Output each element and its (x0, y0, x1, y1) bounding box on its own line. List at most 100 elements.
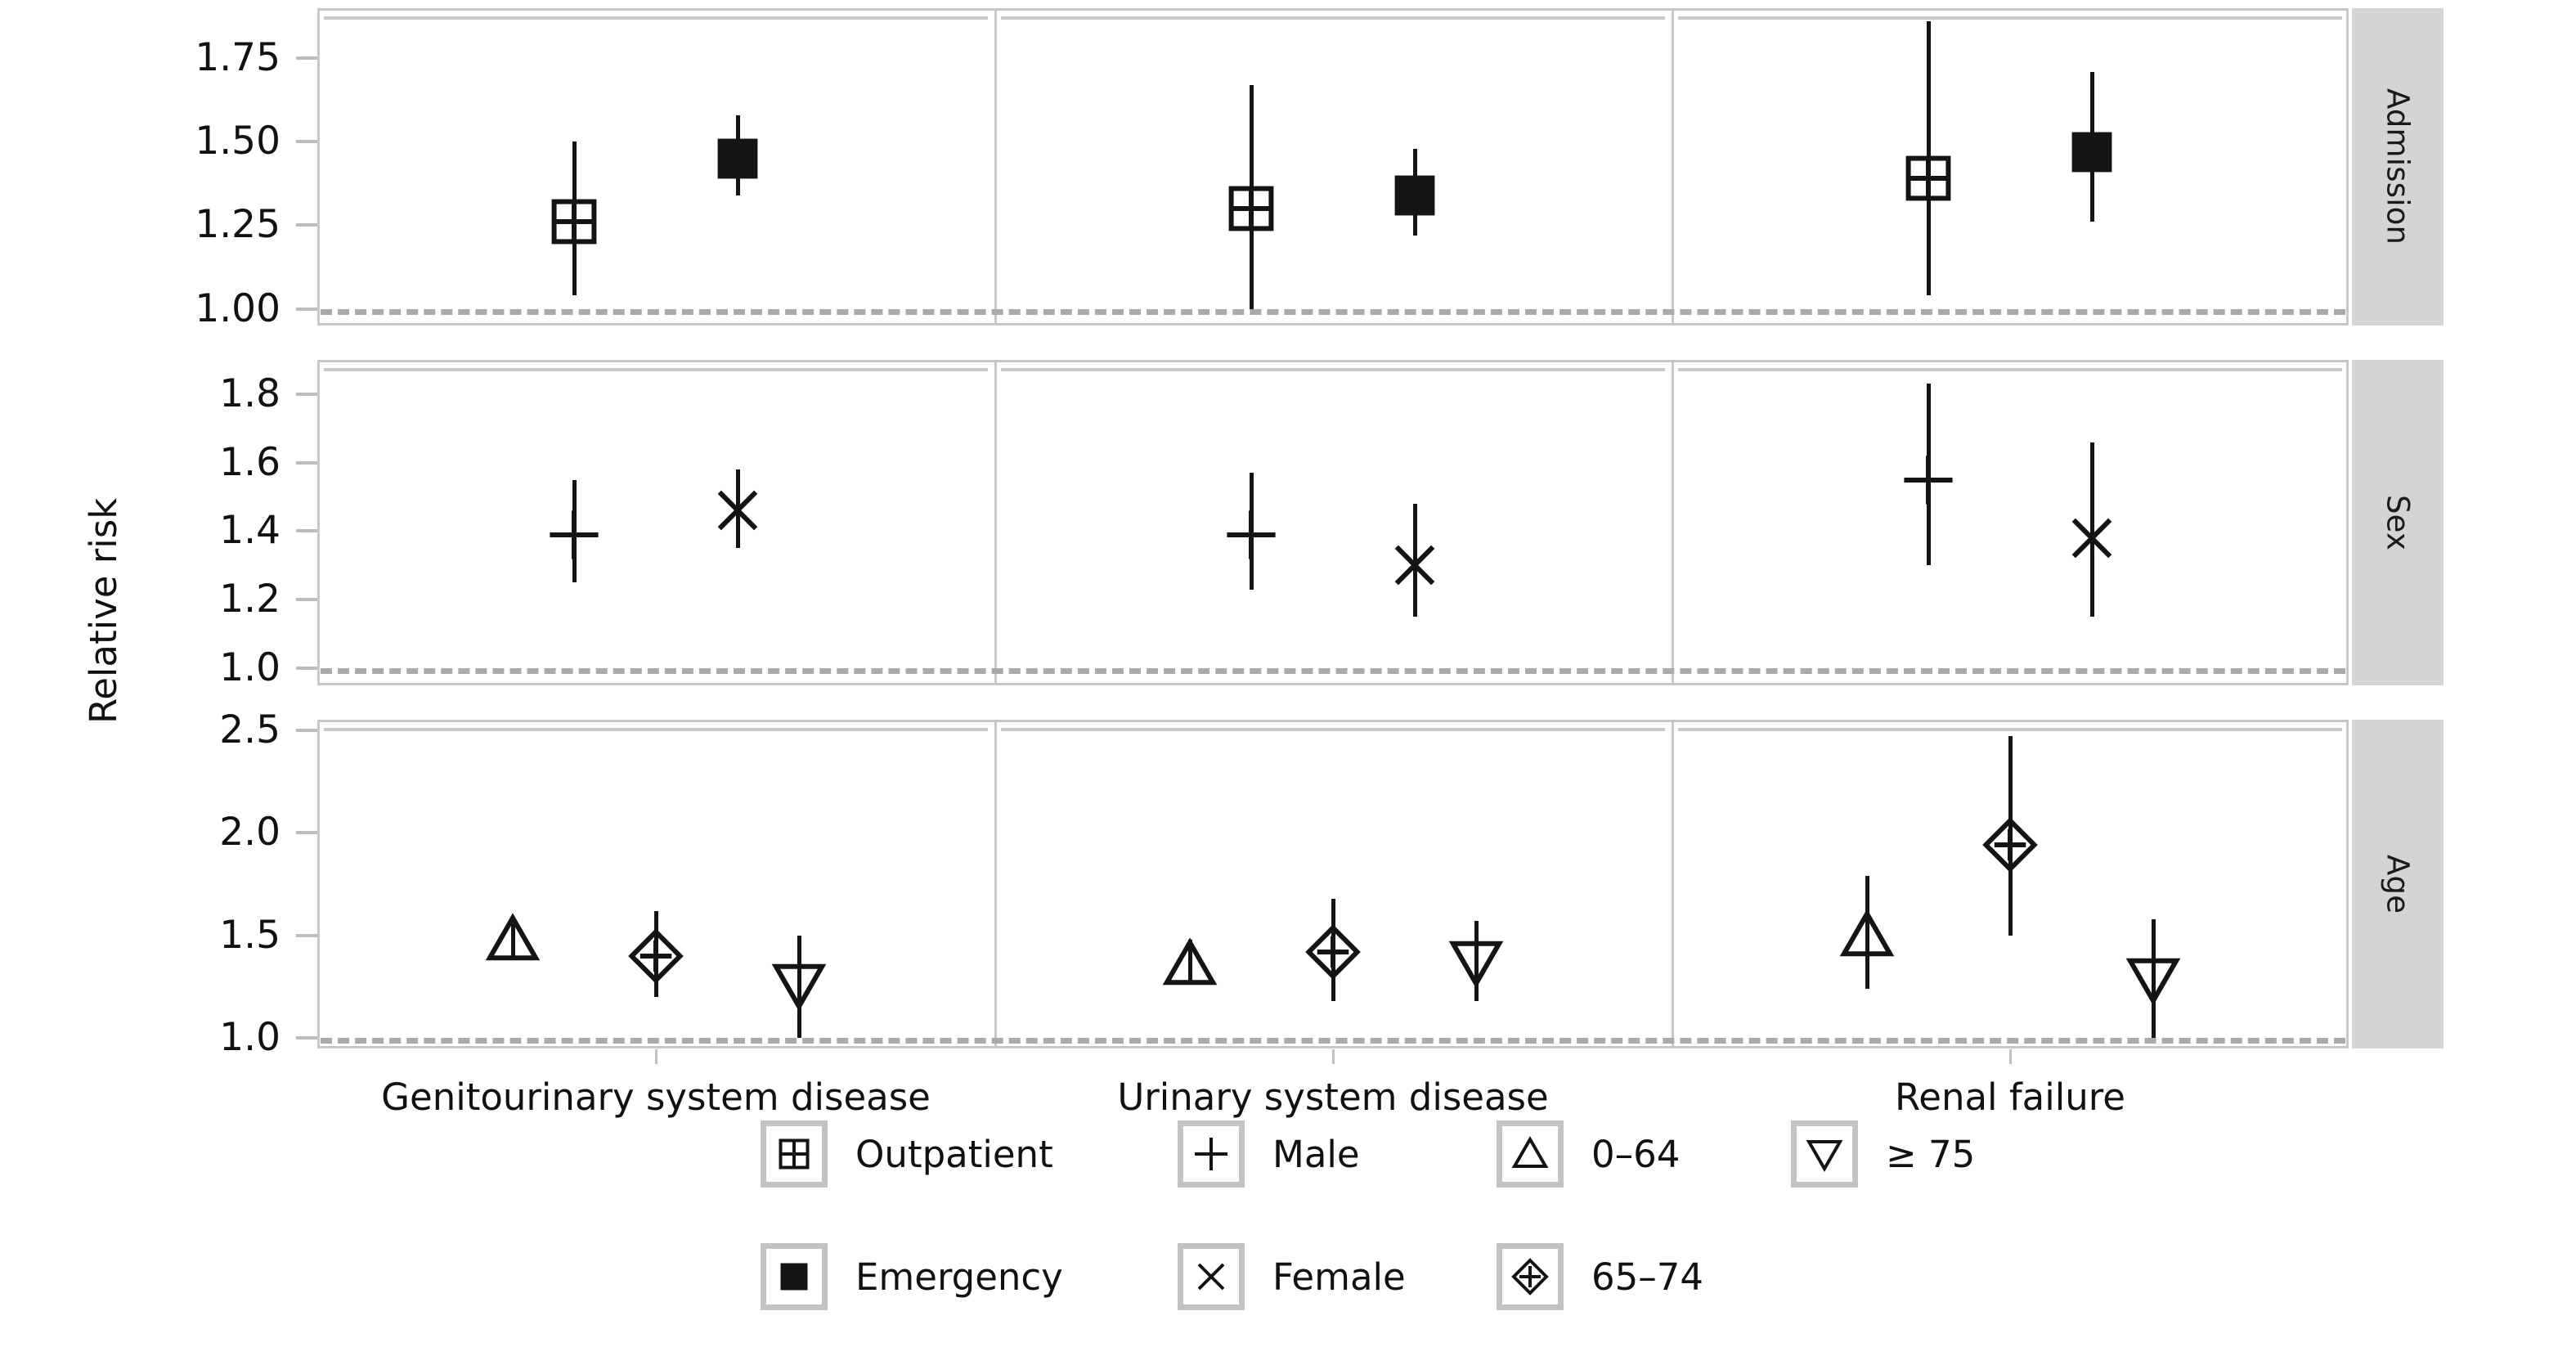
y-tick-label: 1.4 (219, 508, 280, 554)
data-point-marker-square (1384, 165, 1445, 226)
y-tick-mark (296, 392, 317, 396)
legend-label: Emergency (855, 1255, 1063, 1299)
y-tick-label: 1.0 (219, 1015, 280, 1061)
x-tick-mark (2008, 1049, 2012, 1064)
facet-top-segment (1678, 728, 2342, 731)
y-tick-mark (296, 223, 317, 227)
data-point-marker-square (2062, 122, 2122, 182)
legend-key-cross-icon (1178, 1243, 1245, 1310)
x-axis-label: Renal failure (1895, 1075, 2125, 1119)
y-tick-mark (296, 667, 317, 671)
legend-item-female[interactable]: Female (1178, 1243, 1406, 1310)
y-tick-mark (296, 1036, 317, 1040)
legend-label: 0–64 (1591, 1132, 1681, 1176)
y-tick-mark (296, 933, 317, 937)
legend: Outpatient Male 0–64 ≥ 75 Emergency Female 65–… (0, 1120, 2576, 1325)
legend-label: Male (1272, 1132, 1360, 1176)
y-tick-label: 1.00 (195, 285, 280, 331)
y-tick-mark (296, 529, 317, 533)
y-tick-mark (296, 728, 317, 732)
data-point-marker-cross (2062, 508, 2122, 568)
legend-key-triangle-up-icon (1497, 1120, 1564, 1188)
data-point-marker-squareplus (1221, 178, 1281, 239)
legend-item-65-74[interactable]: 65–74 (1497, 1243, 1703, 1310)
facet-top-segment (324, 368, 988, 371)
facet-divider (994, 8, 997, 326)
y-tick-mark (296, 598, 317, 602)
facet-divider (994, 720, 997, 1048)
error-bar (1865, 875, 1869, 990)
data-point-marker-plus (544, 505, 604, 565)
legend-label: Outpatient (855, 1132, 1053, 1176)
y-tick-mark (296, 831, 317, 835)
data-point-marker-triangle-up (1837, 905, 1897, 966)
y-tick-label: 1.75 (195, 35, 280, 81)
error-bar (2089, 442, 2094, 617)
plot-area-sex (317, 360, 2349, 685)
data-point-marker-plus (1898, 450, 1959, 510)
error-bar (797, 935, 801, 1039)
legend-label: ≥ 75 (1886, 1132, 1976, 1176)
legend-item-75[interactable]: ≥ 75 (1791, 1120, 1975, 1188)
data-point-marker-cross (1384, 535, 1445, 595)
facet-top-segment (324, 16, 988, 20)
panel-strip-sex: Sex (2352, 360, 2444, 685)
facet-top-segment (1001, 368, 1665, 371)
data-point-marker-squareplus (1898, 148, 1959, 209)
error-bar (510, 923, 515, 956)
y-tick-label: 1.8 (219, 370, 280, 416)
error-bar (2151, 918, 2156, 1039)
panel-strip-label: Sex (2380, 494, 2416, 551)
y-tick-label: 1.0 (219, 645, 280, 691)
facet-top-segment (1001, 728, 1665, 731)
reference-line (321, 1038, 2345, 1044)
legend-key-plus-icon (1178, 1120, 1245, 1188)
data-point-marker-squareplus (544, 191, 604, 252)
facet-top-segment (1678, 368, 2342, 371)
reference-line (321, 668, 2345, 675)
data-point-marker-cross (707, 480, 768, 541)
facet-divider (1672, 360, 1674, 685)
facet-divider (1672, 720, 1674, 1048)
y-tick-mark (296, 56, 317, 61)
data-point-marker-square (707, 128, 768, 189)
data-point-marker-triangle-up (482, 909, 543, 970)
x-tick-mark (654, 1049, 657, 1064)
data-point-marker-diamond-plus (1303, 922, 1363, 982)
y-tick-label: 1.25 (195, 202, 280, 248)
y-tick-mark (296, 140, 317, 144)
legend-key-square-icon (761, 1243, 828, 1310)
legend-label: 65–74 (1591, 1255, 1704, 1299)
x-axis-label: Genitourinary system disease (381, 1075, 931, 1119)
data-point-marker-triangle-down (1446, 932, 1506, 992)
data-point-marker-triangle-down (769, 954, 829, 1015)
error-bar (1412, 503, 1417, 617)
y-tick-label: 2.5 (219, 707, 280, 752)
facet-top-segment (1001, 16, 1665, 20)
legend-key-triangle-down-icon (1791, 1120, 1858, 1188)
data-point-marker-plus (1221, 505, 1281, 565)
legend-label: Female (1272, 1255, 1406, 1299)
x-axis-label: Urinary system disease (1117, 1075, 1549, 1119)
legend-item-0-64[interactable]: 0–64 (1497, 1120, 1680, 1188)
x-tick-mark (1331, 1049, 1335, 1064)
panel-strip-label: Age (2380, 854, 2416, 914)
legend-key-diamond-plus-icon (1497, 1243, 1564, 1310)
y-tick-label: 1.50 (195, 119, 280, 164)
data-point-marker-triangle-down (2123, 949, 2183, 1009)
facet-top-segment (324, 728, 988, 731)
data-point-marker-triangle-up (1160, 934, 1220, 995)
y-tick-mark (296, 307, 317, 311)
legend-key-squareplus-icon (761, 1120, 828, 1188)
panel-strip-admission: Admission (2352, 8, 2444, 326)
y-tick-label: 2.0 (219, 810, 280, 855)
y-tick-mark (296, 460, 317, 465)
legend-item-outpatient[interactable]: Outpatient (761, 1120, 1053, 1188)
data-point-marker-diamond-plus (1980, 815, 2040, 875)
data-point-marker-diamond-plus (626, 926, 686, 986)
legend-item-male[interactable]: Male (1178, 1120, 1360, 1188)
legend-item-emergency[interactable]: Emergency (761, 1243, 1063, 1310)
reference-line (321, 308, 2345, 315)
facet-divider (1672, 8, 1674, 326)
